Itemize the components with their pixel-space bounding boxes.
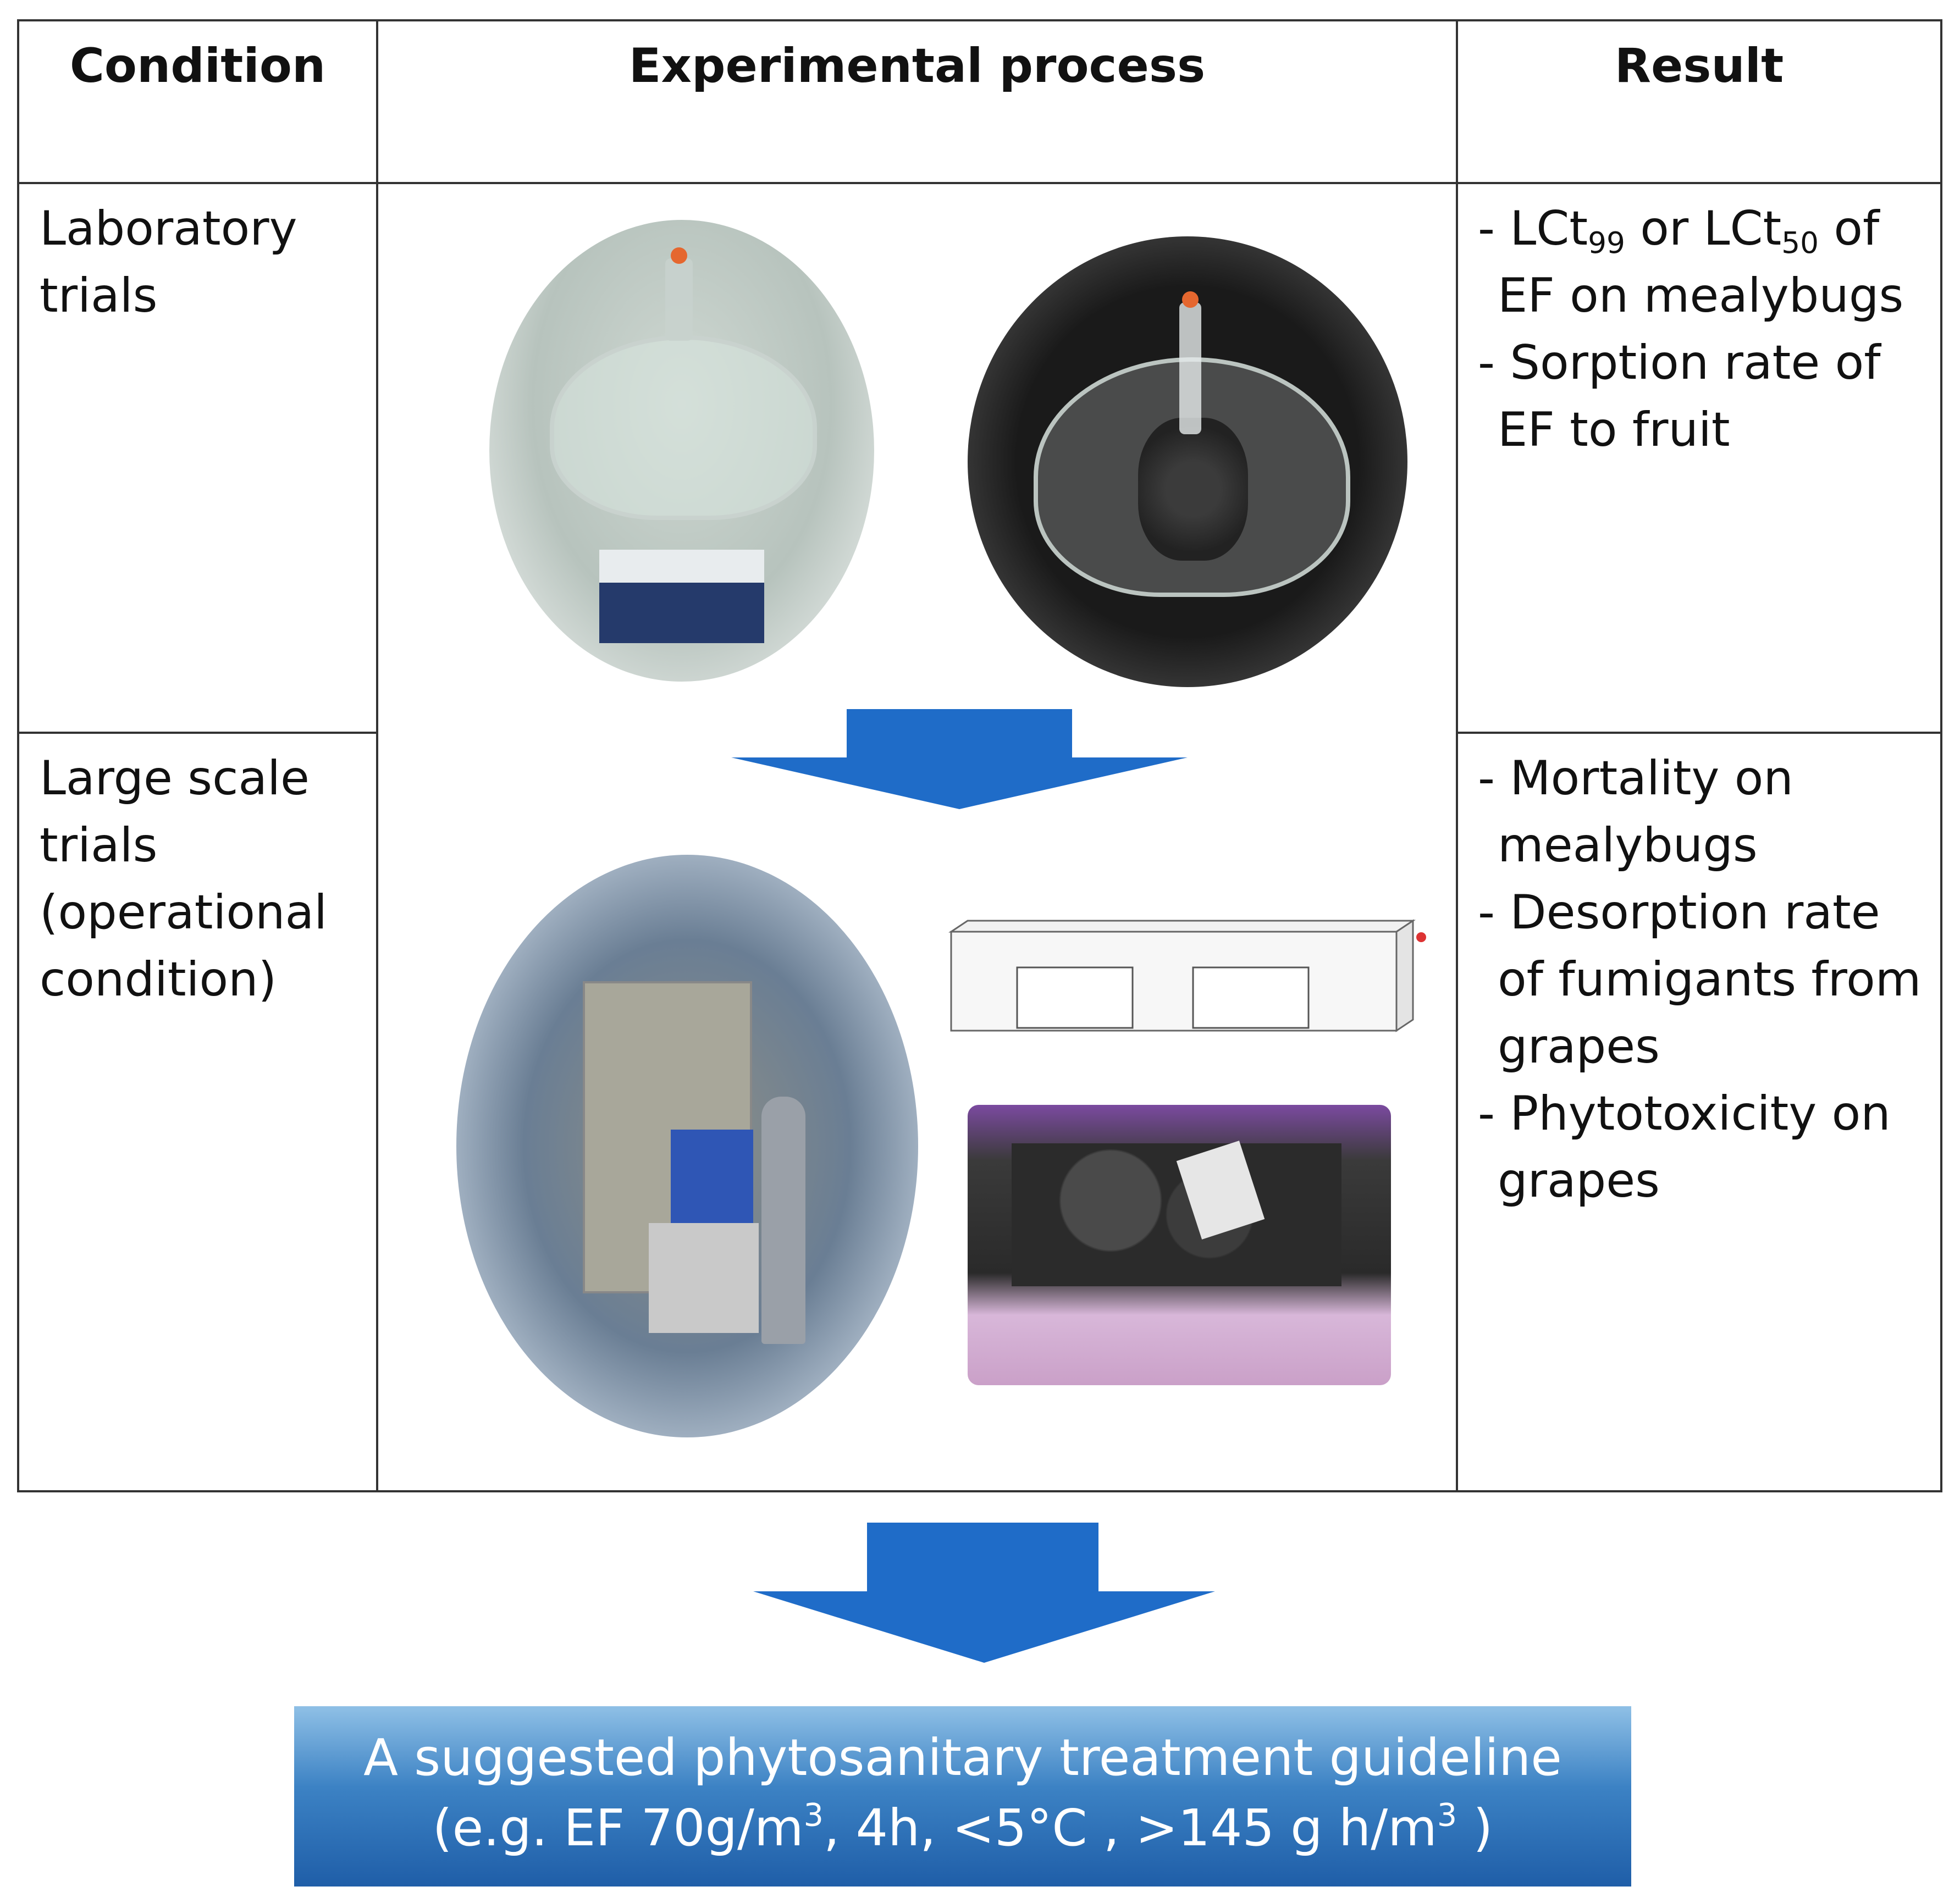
- container-shape: [671, 1130, 753, 1223]
- stirrer-plate-shape: [599, 550, 764, 583]
- guideline-text: , 4h, <5°C , >145 g h/m: [823, 1799, 1437, 1857]
- superscript: 3: [803, 1797, 824, 1834]
- guideline-example: (e.g. EF 70g/m3, 4h, <5°C , >145 g h/m3 …: [294, 1793, 1631, 1863]
- condition-laboratory-trials: Laboratory trials: [40, 195, 297, 329]
- photo-chamber-box-diagram: [948, 919, 1426, 1032]
- arrow-down-guideline: [753, 1523, 1215, 1663]
- condition-large-scale-trials: Large scale trials (operational conditio…: [40, 745, 327, 1013]
- grape-cluster-shape: [1138, 418, 1248, 561]
- result-list-laboratory: - LCt99 or LCt50 of EF on mealybugs - So…: [1478, 195, 1929, 463]
- stopper-shape: [671, 247, 687, 264]
- condition-line: trials: [40, 818, 158, 873]
- valve-icon: [1416, 932, 1426, 942]
- guideline-box: A suggested phytosanitary treatment guid…: [294, 1706, 1631, 1887]
- condition-line: Large scale: [40, 751, 310, 806]
- guideline-text: ): [1457, 1799, 1493, 1857]
- gas-cylinder-shape: [761, 1097, 805, 1344]
- photo-desiccator-with-grapes: [968, 236, 1407, 687]
- result-list-large-scale: - Mortality on mealybugs - Desorption ra…: [1478, 745, 1929, 1214]
- guideline-title: A suggested phytosanitary treatment guid…: [363, 1728, 1562, 1787]
- stirrer-base-shape: [599, 583, 764, 643]
- result-item-mortality: - Mortality on mealybugs: [1478, 751, 1793, 873]
- result-text: - LCt: [1478, 201, 1588, 256]
- photo-desiccator-on-stirrer: [489, 220, 874, 682]
- condition-line: trials: [40, 268, 158, 323]
- box-door-left: [1016, 966, 1134, 1029]
- stopcock-shape: [1179, 302, 1201, 434]
- header-experimental-process: Experimental process: [628, 38, 1206, 93]
- superscript: 3: [1437, 1797, 1457, 1834]
- result-text: or LCt: [1625, 201, 1782, 256]
- condition-line: condition): [40, 952, 277, 1007]
- result-item-sorption: - Sorption rate of EF to fruit: [1478, 335, 1881, 457]
- header-result: Result: [1614, 38, 1784, 93]
- stopper-shape: [1182, 291, 1199, 308]
- result-text: of EF on mealybugs: [1498, 201, 1904, 323]
- photo-fumigation-chamber: [456, 855, 918, 1437]
- header-condition: Condition: [69, 38, 326, 93]
- arrow-down-process: [731, 709, 1188, 809]
- box-top-face: [948, 920, 1416, 933]
- subscript: 50: [1781, 225, 1819, 260]
- result-item-phytotoxicity: - Phytotoxicity on grapes: [1478, 1086, 1891, 1208]
- condition-line: Laboratory: [40, 201, 297, 256]
- result-item-lct: - LCt99 or LCt50 of EF on mealybugs: [1478, 195, 1929, 329]
- condition-line: (operational: [40, 885, 328, 940]
- result-item-desorption: - Desorption rate of fumigants from grap…: [1478, 885, 1922, 1074]
- glass-desiccator-shape: [550, 335, 817, 520]
- box-door-right: [1192, 966, 1310, 1029]
- box-side-face: [1395, 919, 1414, 1032]
- grape-bunch-shape: [1012, 1143, 1341, 1286]
- photo-grapes-in-box: [968, 1105, 1391, 1385]
- subscript: 99: [1588, 225, 1625, 260]
- stopcock-shape: [665, 258, 693, 341]
- cart-shape: [649, 1223, 759, 1333]
- guideline-text: (e.g. EF 70g/m: [432, 1799, 804, 1857]
